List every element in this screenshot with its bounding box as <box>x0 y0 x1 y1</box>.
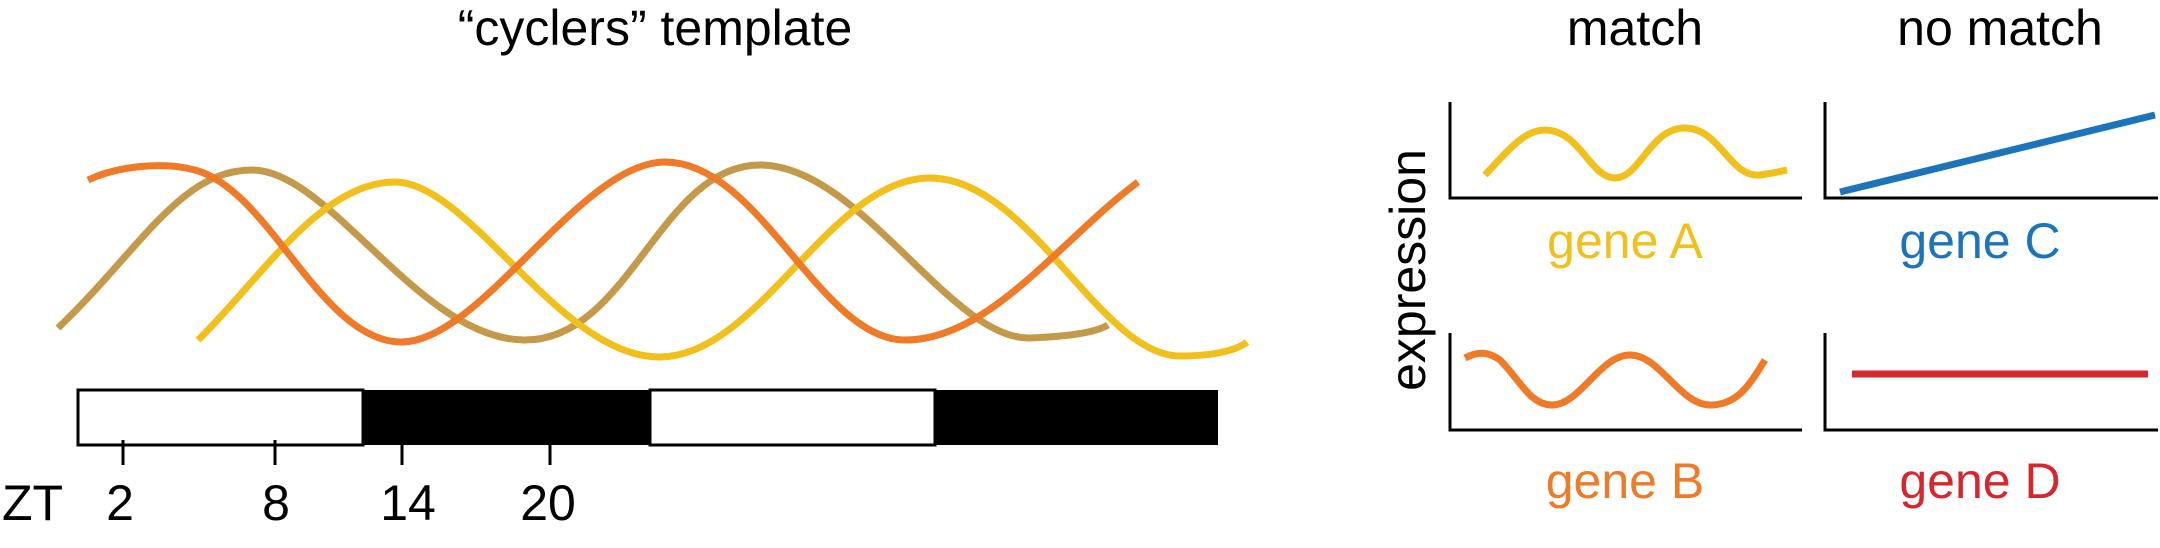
plot-gene-b-axes <box>1448 333 1802 432</box>
gene-a-curve <box>1482 124 1788 182</box>
template-curve-orange <box>86 158 1141 346</box>
expression-axis-label: expression <box>1380 149 1436 391</box>
tick-label-14: 14 <box>380 475 436 531</box>
template-curve-yellow <box>195 174 1250 361</box>
dark-phase-1 <box>363 390 650 445</box>
template-curves <box>55 158 1250 361</box>
plot-gene-b: gene B <box>1448 333 1802 509</box>
light-dark-bar <box>76 388 1218 447</box>
zt-tick-labels: ZT 2 8 14 20 <box>2 475 576 531</box>
light-phase-1 <box>76 388 365 447</box>
dark-phase-2 <box>935 390 1218 445</box>
plot-gene-d-axes <box>1823 333 2158 432</box>
cyclers-template-panel: “cyclers” template ZT 2 8 14 20 <box>2 0 1250 531</box>
gene-c-label: gene C <box>1899 213 2060 269</box>
plot-gene-d: gene D <box>1823 333 2158 509</box>
template-curve-gold <box>55 161 1110 344</box>
zt-axis-label: ZT <box>2 475 63 531</box>
gene-c-line <box>1839 111 2156 196</box>
gene-a-label: gene A <box>1547 213 1703 269</box>
plot-gene-c: gene C <box>1823 102 2158 269</box>
gene-examples-panel: match no match expression gene A gene C … <box>1380 0 2158 509</box>
match-header: match <box>1567 0 1703 56</box>
gene-b-curve <box>1463 349 1768 409</box>
tick-label-2: 2 <box>106 475 134 531</box>
template-title: “cyclers” template <box>458 0 853 56</box>
gene-d-label: gene D <box>1899 453 2060 509</box>
light-phase-2 <box>648 388 937 447</box>
tick-label-20: 20 <box>520 475 576 531</box>
zt-ticks <box>121 440 552 465</box>
plot-gene-c-axes <box>1823 102 2158 200</box>
plot-gene-a: gene A <box>1448 102 1802 269</box>
gene-b-label: gene B <box>1546 453 1704 509</box>
tick-label-8: 8 <box>262 475 290 531</box>
no-match-header: no match <box>1897 0 2103 56</box>
plot-gene-a-axes <box>1448 102 1802 200</box>
